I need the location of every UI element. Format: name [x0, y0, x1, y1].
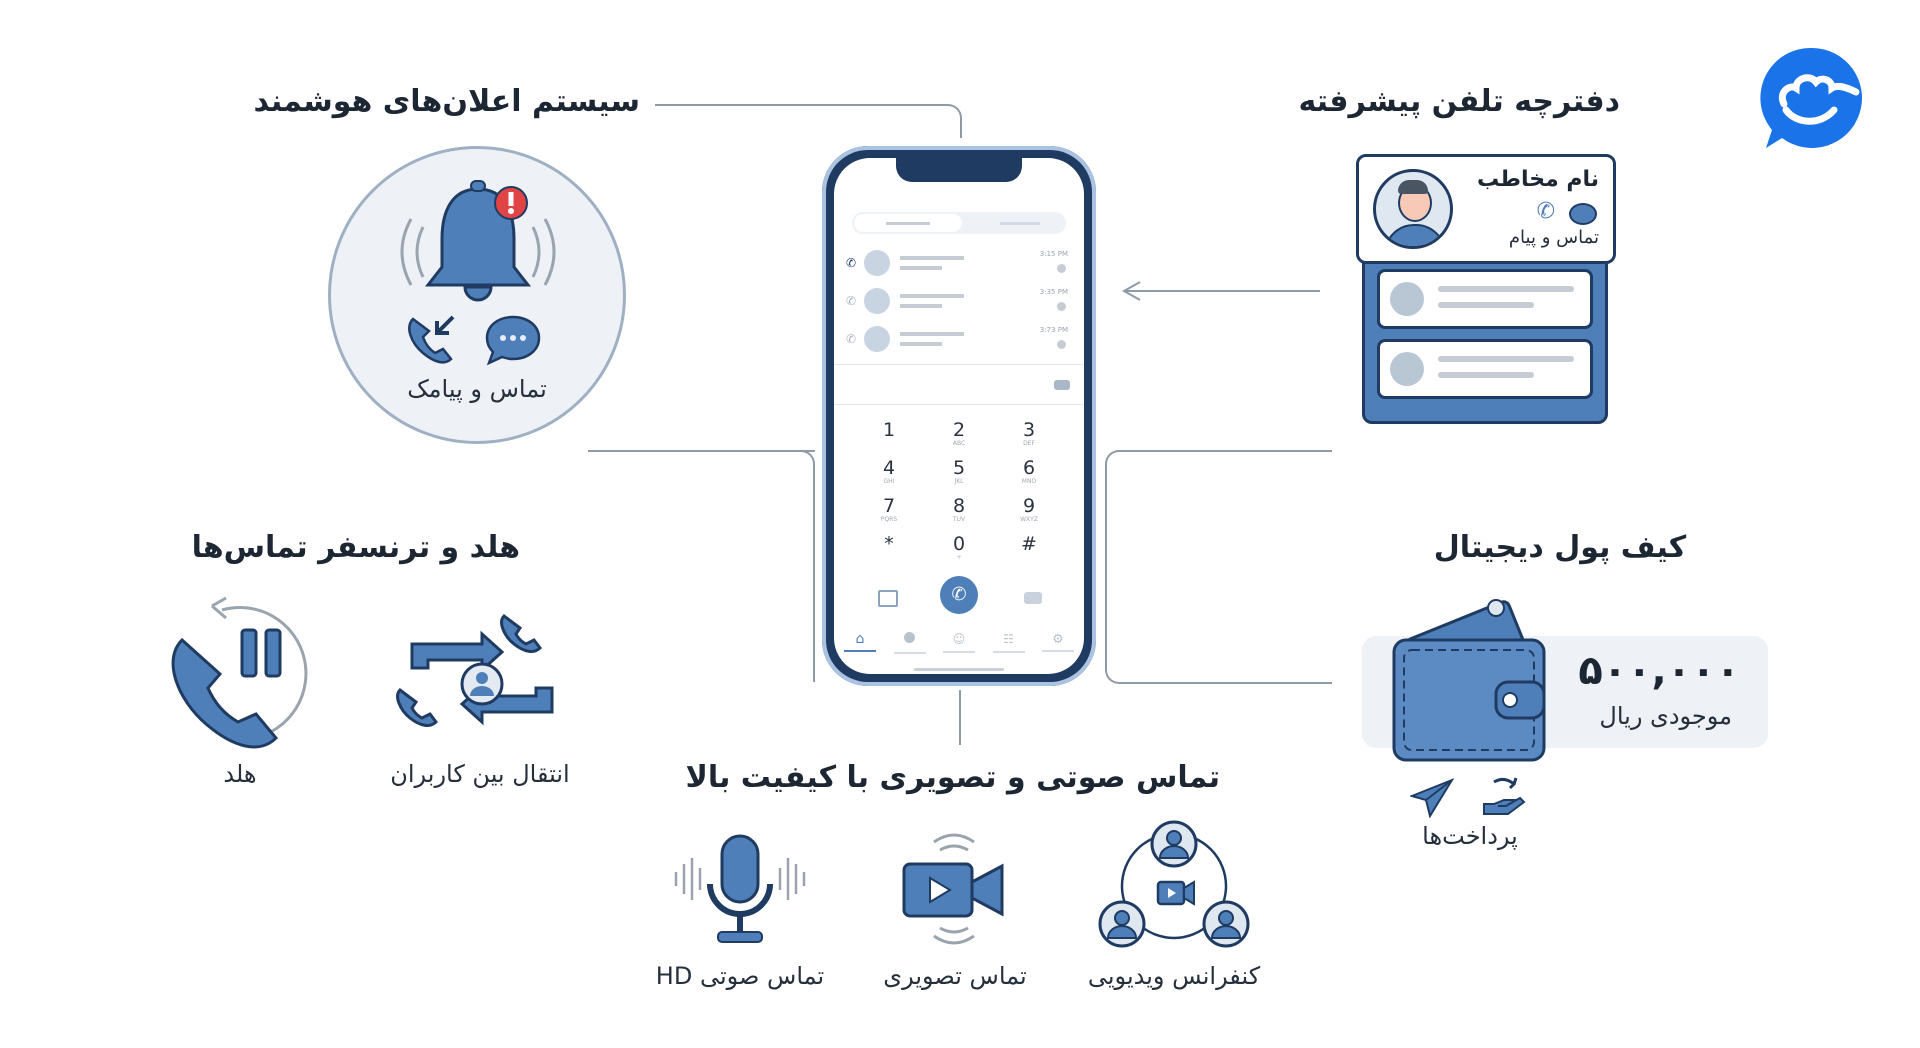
chat-icon[interactable] — [1569, 203, 1597, 225]
connector-notifications — [655, 104, 962, 138]
history-icon — [904, 632, 915, 643]
connector-calls — [959, 690, 961, 745]
avatar — [1373, 169, 1453, 249]
calls-title: تماس صوتی و تصویری با کیفیت بالا — [685, 760, 1220, 795]
video-camera-icon — [902, 833, 1004, 945]
key-0[interactable]: 0+ — [952, 533, 966, 561]
key-star[interactable]: * — [884, 533, 894, 555]
home-icon: ⌂ — [855, 631, 865, 647]
home-indicator — [914, 668, 1004, 671]
alert-badge-icon — [494, 186, 528, 220]
hold-transfer-title: هلد و ترنسفر تماس‌ها — [191, 530, 520, 565]
arrow-left-icon — [1120, 280, 1144, 302]
call-type-icon: ✆ — [846, 332, 857, 346]
nav-contacts[interactable]: ☺ — [943, 628, 975, 658]
recent-calls-list: ✆ 3:15 PM ✆ 3:35 PM ✆ 3:73 PM — [846, 246, 1072, 360]
avatar-icon — [1390, 282, 1424, 316]
bell-icon — [400, 180, 556, 302]
video-call-label: تماس تصویری — [883, 962, 1027, 990]
brand-logo — [1756, 42, 1868, 154]
call-time: 3:15 PM — [1039, 250, 1068, 258]
phone-mockup: ✆ 3:15 PM ✆ 3:35 PM ✆ 3:73 PM — [822, 146, 1096, 686]
connector-right — [1105, 450, 1332, 684]
call-time: 3:35 PM — [1039, 288, 1068, 296]
settings-icon: ⚙ — [1052, 632, 1064, 647]
call-transfer-icon — [396, 614, 554, 727]
avatar — [864, 326, 890, 352]
phone-notch — [896, 158, 1022, 182]
notifications-title: سیستم اعلان‌های هوشمند — [253, 84, 640, 119]
hold-label: هلد — [223, 760, 257, 788]
nav-home[interactable]: ⌂ — [844, 628, 876, 658]
message-icon[interactable] — [878, 590, 898, 607]
connector-phonebook — [1125, 290, 1320, 292]
contact-name: نام مخاطب — [1476, 167, 1599, 192]
phonebook-title: دفترچه تلفن پیشرفته — [1298, 84, 1620, 119]
avatar — [864, 250, 890, 276]
connector-hold-transfer — [590, 450, 815, 682]
microphone-icon — [674, 834, 806, 943]
call-time: 3:73 PM — [1039, 326, 1068, 334]
wallet-balance: ۵۰۰,۰۰۰ — [1578, 648, 1740, 694]
call-type-icon: ✆ — [846, 256, 857, 270]
call-type-icon: ✆ — [846, 294, 857, 308]
video-conference-label: کنفرانس ویدیویی — [1087, 962, 1261, 990]
bottom-nav: ⌂ ☺ ☷ ⚙ — [844, 628, 1074, 658]
notifications-caption: تماس و پیامک — [407, 375, 547, 403]
contact-row[interactable] — [1377, 339, 1593, 399]
payments-label: پرداخت‌ها — [1422, 822, 1518, 850]
wallet-balance-label: موجودی ریال — [1599, 702, 1732, 730]
phone-icon: ✆ — [951, 584, 967, 605]
backspace-top-icon[interactable] — [1054, 380, 1070, 390]
call-hold-icon — [171, 596, 308, 749]
avatar-icon — [1390, 352, 1424, 386]
key-1[interactable]: 1 — [882, 419, 896, 441]
contact-card[interactable]: نام مخاطب ✆ تماس و پیام — [1356, 154, 1616, 264]
backspace-icon[interactable] — [1024, 592, 1042, 604]
cloud-chat-logo-icon — [1760, 47, 1862, 149]
grid-icon: ☷ — [1003, 632, 1014, 646]
avatar — [864, 288, 890, 314]
send-icon[interactable] — [1410, 778, 1454, 818]
hand-money-icon[interactable] — [1480, 776, 1526, 818]
key-hash[interactable]: # — [1021, 533, 1037, 555]
contact-list-panel — [1362, 240, 1608, 424]
wallet-title: کیف پول دیجیتال — [1433, 530, 1687, 565]
nav-history[interactable] — [893, 628, 926, 658]
recent-call-row[interactable]: ✆ 3:35 PM — [846, 284, 1072, 322]
transfer-label: انتقال بین کاربران — [390, 760, 570, 788]
video-conference-icon — [1098, 820, 1250, 948]
incoming-call-icon — [408, 315, 455, 364]
contact-caption: تماس و پیام — [1508, 227, 1599, 248]
wallet-icon — [1392, 599, 1546, 762]
phone-screen: ✆ 3:15 PM ✆ 3:35 PM ✆ 3:73 PM — [834, 158, 1084, 674]
call-button[interactable]: ✆ — [940, 576, 978, 614]
nav-keypad[interactable]: ☷ — [992, 628, 1025, 658]
hd-voice-label: تماس صوتی HD — [655, 962, 825, 990]
contact-row[interactable] — [1377, 269, 1593, 329]
recent-call-row[interactable]: ✆ 3:15 PM — [846, 246, 1072, 284]
recent-call-row[interactable]: ✆ 3:73 PM — [846, 322, 1072, 360]
connector-left — [588, 450, 815, 682]
nav-settings[interactable]: ⚙ — [1042, 628, 1074, 658]
contacts-icon: ☺ — [952, 632, 966, 646]
phone-icon[interactable]: ✆ — [1536, 199, 1555, 224]
notifications-circle: تماس و پیامک — [328, 146, 626, 444]
chat-bubble-icon — [485, 315, 541, 366]
tab-switcher[interactable] — [852, 212, 1066, 234]
